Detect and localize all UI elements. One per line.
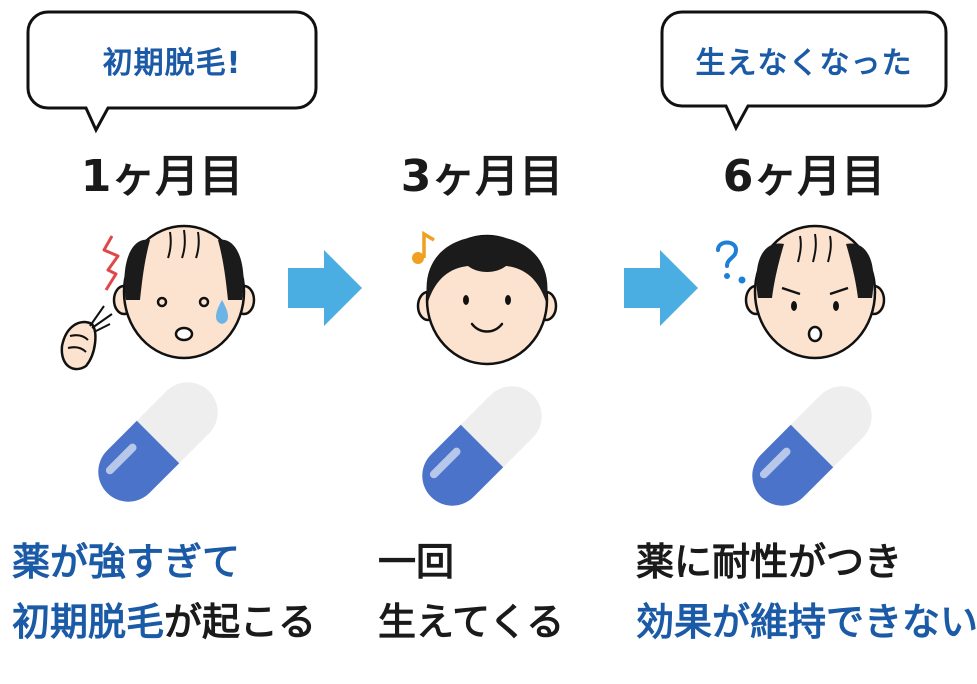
- face-happy-full-hair-icon: [412, 230, 558, 366]
- month-label-1: 1ヶ月目: [80, 151, 244, 202]
- month-label-2: 3ヶ月目: [400, 151, 564, 202]
- caption-step-3: 薬に耐性がつき 効果が維持できない: [636, 532, 977, 652]
- bubble-text-1: 初期脱毛!: [102, 46, 242, 81]
- caption-2-line1: 一回: [378, 540, 455, 584]
- pill-capsule-icon: [752, 386, 872, 506]
- face-balding-sweat-icon: [60, 224, 256, 371]
- pill-capsule-icon: [422, 386, 542, 506]
- caption-3-line2: 効果が維持できない: [636, 600, 977, 644]
- caption-2-line2: 生えてくる: [378, 600, 565, 644]
- caption-step-1: 薬が強すぎて 初期脱毛が起こる: [12, 532, 316, 652]
- caption-step-2: 一回 生えてくる: [378, 532, 564, 652]
- pill-capsule-icon: [98, 382, 218, 502]
- arrow-right-icon: [624, 250, 698, 326]
- arrow-right-icon: [288, 250, 362, 326]
- caption-3-line1: 薬に耐性がつき: [636, 540, 903, 584]
- month-label-3: 6ヶ月目: [722, 151, 886, 202]
- bubble-text-3: 生えなくなった: [695, 46, 913, 81]
- face-worried-thinning-icon: [716, 224, 886, 360]
- caption-1-line2-rest: が起こる: [164, 600, 317, 644]
- caption-1-line2-highlight: 初期脱毛: [12, 600, 165, 644]
- caption-1-line1: 薬が強すぎて: [12, 540, 241, 584]
